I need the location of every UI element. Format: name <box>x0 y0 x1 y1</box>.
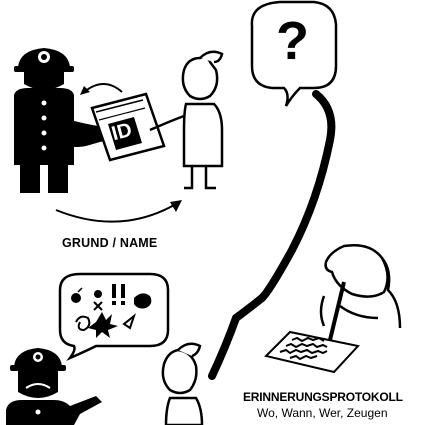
bracket-line <box>212 94 331 376</box>
label-protokoll-subtitle: Wo, Wann, Wer, Zeugen <box>257 406 388 420</box>
writer-person <box>321 245 400 348</box>
label-grund-name: GRUND / NAME <box>62 236 157 250</box>
question-mark: ? <box>276 14 309 68</box>
police-officer-bottom <box>6 348 102 425</box>
police-officer-top <box>14 48 108 193</box>
notes-paper <box>266 332 358 372</box>
arrow-officer-to-citizen <box>56 204 176 222</box>
citizen-top <box>150 52 222 188</box>
curse-bubble <box>60 274 168 358</box>
arrow-to-officer <box>84 84 122 92</box>
label-protokoll-title: ERINNERUNGSPROTOKOLL <box>243 390 403 404</box>
citizen-bottom <box>163 344 202 425</box>
